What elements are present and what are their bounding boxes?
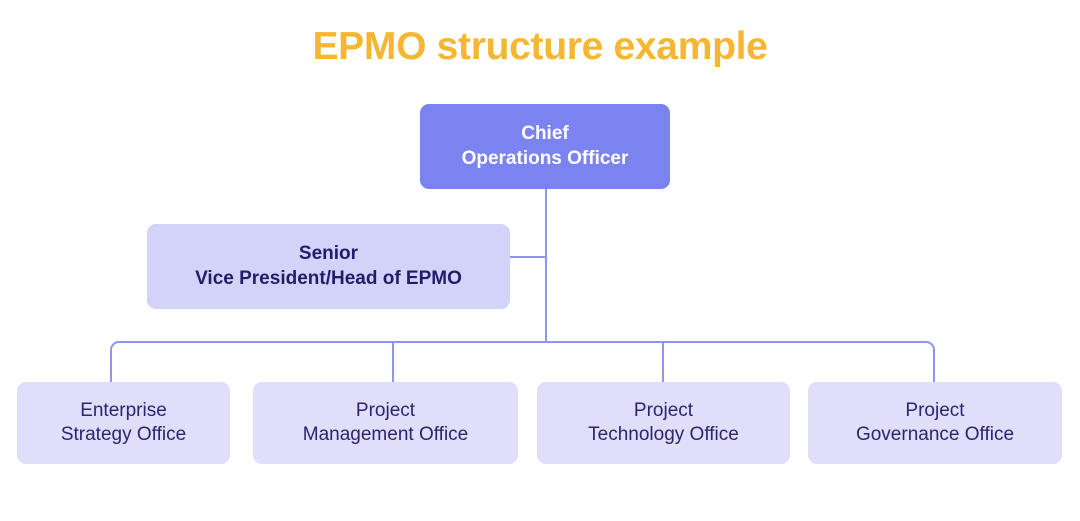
node-enterprise-strategy-office[interactable]: Enterprise Strategy Office bbox=[17, 382, 230, 464]
connector-root-trunk bbox=[545, 188, 547, 343]
node-label: Senior Vice President/Head of EPMO bbox=[195, 243, 462, 289]
connector-drop-project-management-office bbox=[392, 342, 394, 383]
node-project-governance-office[interactable]: Project Governance Office bbox=[808, 382, 1062, 464]
node-label: Chief Operations Officer bbox=[461, 123, 629, 169]
node-label: Project Technology Office bbox=[588, 399, 739, 445]
node-project-technology-office[interactable]: Project Technology Office bbox=[537, 382, 790, 464]
node-label: Project Governance Office bbox=[855, 399, 1015, 445]
connector-drop-project-technology-office bbox=[662, 342, 664, 383]
node-label: Enterprise Strategy Office bbox=[60, 399, 187, 445]
connector-distribution-bar bbox=[110, 341, 935, 383]
node-senior-vice-president-head-of-epmo[interactable]: Senior Vice President/Head of EPMO bbox=[147, 224, 510, 309]
connector-to-senior-vp bbox=[509, 256, 547, 258]
page-title: EPMO structure example bbox=[312, 25, 768, 68]
node-project-management-office[interactable]: Project Management Office bbox=[253, 382, 518, 464]
node-chief-operations-officer[interactable]: Chief Operations Officer bbox=[420, 104, 670, 189]
node-label: Project Management Office bbox=[302, 399, 469, 445]
